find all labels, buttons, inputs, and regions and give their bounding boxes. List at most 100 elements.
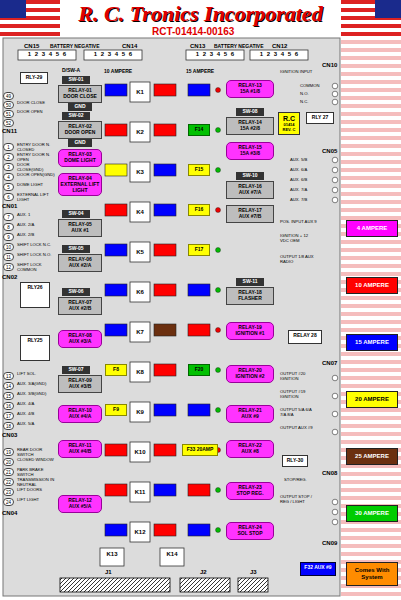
note-label: 15 AMPERE [186, 68, 214, 74]
led [216, 248, 221, 253]
terminal-pin [332, 509, 338, 515]
fuse [105, 324, 127, 336]
signal-name: OUTPUT #19 IGNITION [280, 390, 318, 399]
relay-component: RLY-29 [20, 72, 48, 84]
terminal-pin [332, 83, 338, 89]
node-text: AUX #9 [228, 414, 272, 420]
fuse [154, 444, 176, 456]
switch-label: GND [68, 139, 92, 147]
node-text: SW-10 [237, 173, 263, 179]
node-text: RLY 27 [308, 115, 332, 121]
signal-name: LIFT SOL. [17, 372, 55, 377]
led [216, 368, 221, 373]
relay-socket-label: K1 [131, 89, 149, 95]
legend-swatch: 20 AMPERE [346, 391, 398, 408]
connector-name: CN05 [322, 148, 337, 154]
signal-name: DOOR CLOSE(GND) [17, 163, 55, 172]
relay-socket [160, 548, 184, 566]
connector-name: CN11 [2, 128, 17, 134]
node-text: 15A #2/8 [228, 126, 272, 132]
signal-name: IGNITION + 12 VDC OEM [280, 234, 318, 243]
signal-name: AUX. 6/B [290, 178, 328, 183]
fuse [154, 204, 176, 216]
node-text: RLY26 [22, 285, 48, 291]
pin-number: 17 [3, 412, 14, 420]
node-text: DOME LIGHT [60, 158, 100, 164]
led [216, 328, 221, 333]
relay-socket [130, 122, 150, 142]
signal-name: DOOR OPEN [17, 110, 55, 115]
signal-name: AUX. 5/A [17, 422, 55, 427]
legend-swatch: Comes With System [346, 562, 398, 586]
pin-number: 20 [3, 458, 14, 466]
relay-socket [130, 442, 150, 462]
switch-label: SW-05 [62, 245, 90, 253]
signal-name: AUX. 2/B [17, 233, 55, 238]
relay: RELAY-03DOME LIGHT [58, 149, 102, 167]
connector-name: CN07 [322, 360, 337, 366]
flag-background [341, 38, 401, 600]
pin-number: 8 [3, 223, 14, 231]
relay: RELAY-17AUX #7/B [226, 205, 274, 223]
signal-name: AUX. 6/A [290, 168, 328, 173]
part-number: RCT-01414-00163 [152, 26, 234, 37]
relay-socket [130, 82, 150, 102]
signal-name: REAR DOOR SWITCH [17, 448, 55, 457]
signal-name: POS. INPUT AUX 9 [280, 220, 318, 225]
terminal-pin [332, 99, 338, 105]
node-text: FLASHER [228, 296, 272, 302]
signal-name: AUX. 2/A [17, 223, 55, 228]
relay: RELAY-12AUX #5/A [58, 495, 102, 513]
terminal-block [18, 50, 76, 60]
relay-component: RLY26 [20, 282, 50, 308]
terminal-pin [332, 499, 338, 505]
relay: RELAY-19IGNITION #1 [226, 322, 274, 340]
signal-name: DOME LIGHT [17, 183, 55, 188]
node-text: SW-08 [237, 109, 263, 115]
fuse [154, 284, 176, 296]
signal-name: ENTRY DOOR N. CLOSED [17, 143, 55, 152]
node-text: AUX #4/A [60, 414, 100, 420]
pin-number: 15 [3, 392, 14, 400]
relay-socket-label: K2 [131, 129, 149, 135]
signal-name: SHIFT LOCK COMMON [17, 263, 55, 272]
signal-name: AUX. 7/B [290, 198, 328, 203]
note-label: BATTERY NEGATIVE [214, 43, 264, 49]
node-text: GND [69, 104, 91, 110]
fuse [188, 524, 210, 536]
signal-name: OUTPUT 5/A 6/A 7/A 8/A [280, 408, 318, 417]
node-text: F14 [190, 127, 208, 133]
node-text: IGNITION #1 [228, 331, 272, 337]
relay-socket-label: K14 [163, 551, 181, 557]
terminal-pin [332, 157, 338, 163]
node-text: SW-02 [63, 113, 89, 119]
pin-number: 16 [3, 402, 14, 410]
relay-socket [130, 242, 150, 262]
fuse [105, 124, 127, 136]
chip: R.C01414 REV. C [278, 112, 300, 135]
node-text: SW-05 [63, 246, 89, 252]
flag [0, 0, 60, 36]
legend-swatch: 10 AMPERE [346, 277, 398, 294]
node-text: F17 [190, 247, 208, 253]
signal-name: COMMON [300, 84, 338, 89]
relay: RELAY-1515A #3/8 [226, 142, 274, 160]
led [216, 408, 221, 413]
signal-name: AUX. 1 [17, 213, 55, 218]
relay-socket-label: K9 [131, 409, 149, 415]
pin-number: 24 [3, 498, 14, 506]
node-text: F16 [190, 207, 208, 213]
node-text: AUX #3/A [60, 339, 100, 345]
pin-number: 18 [3, 422, 14, 430]
signal-name: SHIFT LOCK N.O. [17, 253, 55, 258]
connector-name: CN02 [2, 274, 17, 280]
relay: RELAY-04EXTERNAL LIFT LIGHT [58, 173, 102, 196]
connector-name: CN09 [322, 540, 337, 546]
node-text: STOP REG. [228, 491, 272, 497]
fuse [105, 524, 127, 536]
switch-label: SW-10 [236, 172, 264, 180]
fuse: F33 20AMP [182, 444, 218, 456]
pin-number: 12 [3, 263, 14, 271]
connector-name: J3 [250, 569, 257, 575]
relay: RELAY-10AUX #4/A [58, 405, 102, 423]
